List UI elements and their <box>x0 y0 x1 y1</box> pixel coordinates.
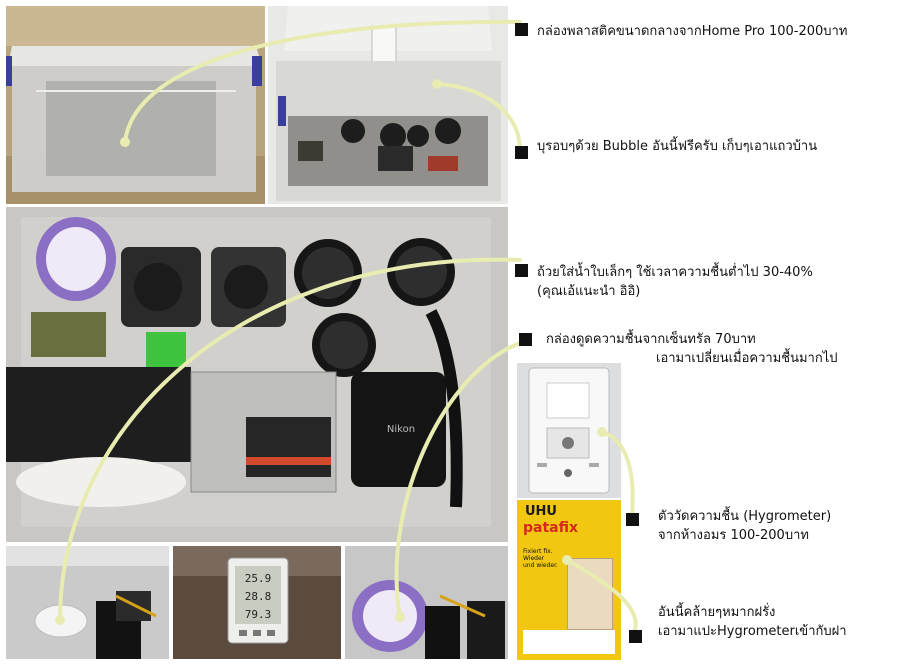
caption-bubble: บุรอบๆด้วย Bubble อันนี้ฟรีครับ เก็บๆเอา… <box>537 139 818 154</box>
marker-box <box>515 23 528 36</box>
photo-closed-box <box>6 6 265 204</box>
caption-patafix: อันนี้คล้ายๆหมากฝรั่ง เอามาแปะHygrometer… <box>658 603 847 641</box>
caption-hygrometer: ตัววัดความชื้น (Hygrometer) จากห้างอมร 1… <box>658 507 831 545</box>
photo-hygrometer: 25.9 28.8 79.3 <box>173 546 341 659</box>
caption-absorber: กล่องดูดความชื้นจากเซ็นทรัล 70บาท เอามาเ… <box>546 330 838 368</box>
photo-absorber-lid <box>345 546 508 659</box>
marker-absorber <box>519 333 532 346</box>
hygrometer-reading-bottom: 79.3 <box>245 608 272 621</box>
hygrometer-reading-top: 25.9 <box>245 572 272 585</box>
photo-patafix-package: UHU patafix Fixiert fix. Wieder und wied… <box>517 500 621 660</box>
patafix-tagline-2: Wieder <box>523 555 545 562</box>
caption-water: ถ้วยใส่น้ำใบเล็กๆ ใช้เวลาความชื้นต่ำไป 3… <box>537 263 813 301</box>
photo-open-box <box>268 6 508 204</box>
caption-box: กล่องพลาสติคขนาดกลางจากHome Pro 100-200บ… <box>537 24 848 39</box>
photo-absorber-box <box>517 363 621 498</box>
patafix-name-label: patafix <box>523 520 579 536</box>
photo-gear-top-view: Nikon <box>6 207 508 542</box>
caption-water-line2: (คุณเอ้แนะนำ อิอิ) <box>537 284 641 299</box>
caption-absorber-line1: กล่องดูดความชื้นจากเซ็นทรัล 70บาท <box>546 332 756 347</box>
caption-patafix-line2: เอามาแปะHygrometerเข้ากับฝา <box>658 624 847 639</box>
uhu-brand-label: UHU <box>525 504 557 519</box>
photo-water-cup <box>6 546 169 659</box>
patafix-tagline-3: und wieder. <box>523 562 558 569</box>
marker-bubble <box>515 146 528 159</box>
patafix-pictograms <box>523 630 615 654</box>
caption-absorber-line2: เอามาเปลี่ยนเมื่อความชื้นมากไป <box>656 351 838 366</box>
marker-hygrometer <box>626 513 639 526</box>
caption-hygrometer-line2: จากห้างอมร 100-200บาท <box>658 528 809 543</box>
marker-patafix <box>629 630 642 643</box>
camera-brand-label: Nikon <box>387 424 415 435</box>
caption-water-line1: ถ้วยใส่น้ำใบเล็กๆ ใช้เวลาความชื้นต่ำไป 3… <box>537 265 813 280</box>
patafix-tagline-1: Fixiert fix. <box>523 548 553 555</box>
patafix-pads <box>567 558 613 630</box>
caption-hygrometer-line1: ตัววัดความชื้น (Hygrometer) <box>658 509 832 524</box>
patafix-header: UHU patafix <box>517 500 621 548</box>
caption-patafix-line1: อันนี้คล้ายๆหมากฝรั่ง <box>658 605 776 620</box>
marker-water <box>515 264 528 277</box>
patafix-taglines: Fixiert fix. Wieder und wieder. <box>523 548 558 569</box>
hygrometer-reading-middle: 28.8 <box>245 590 272 603</box>
